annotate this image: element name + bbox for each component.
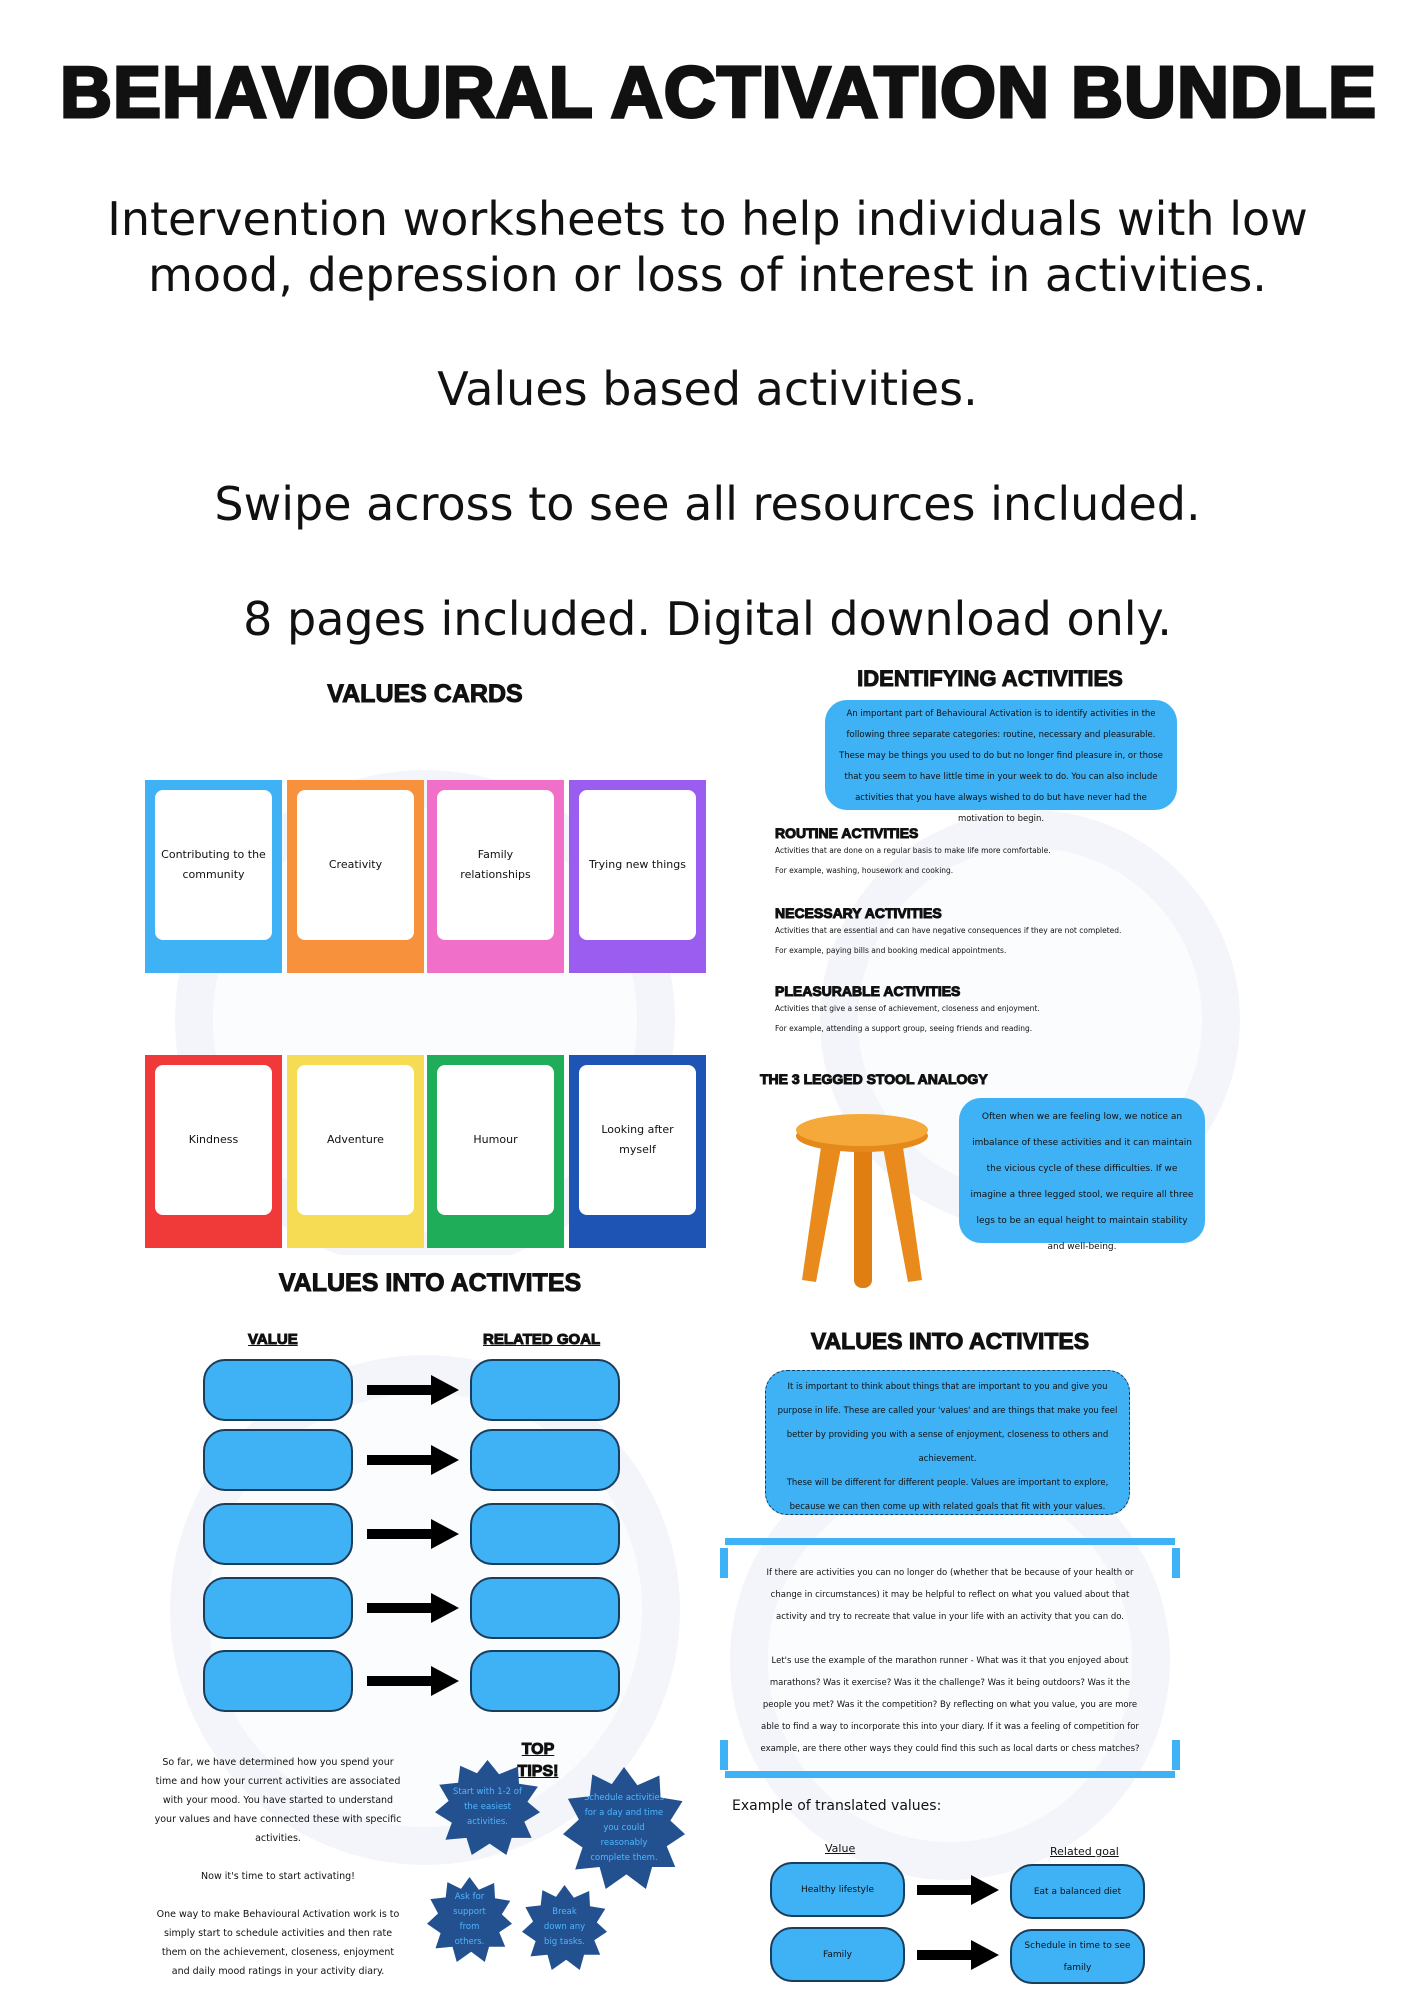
- frame-corner: [1172, 1548, 1180, 1578]
- paragraph: These will be different for different pe…: [786, 1478, 1109, 1512]
- section-heading: PLEASURABLE ACTIVITIES: [775, 983, 961, 1000]
- paragraph: So far, we have determined how you spend…: [154, 1757, 402, 1844]
- subtitle-line: mood, depression or loss of interest in …: [148, 248, 1267, 302]
- subtitle-line: Values based activities.: [437, 362, 978, 416]
- stool-icon: [796, 1114, 928, 1288]
- goal-input-box[interactable]: [470, 1359, 620, 1421]
- values-cards-page: VALUES CARDS Contributing to the communi…: [145, 660, 706, 1270]
- section-example: For example, paying bills and booking me…: [775, 946, 1007, 955]
- page-title: BEHAVIOURAL ACTIVATION BUNDLE: [59, 52, 1378, 135]
- arrow-right-icon: [367, 1519, 459, 1549]
- section-description: Activities that are essential and can ha…: [775, 926, 1122, 935]
- goal-input-box[interactable]: [470, 1650, 620, 1712]
- arrow-right-icon: [367, 1593, 459, 1623]
- activity-section: NECESSARY ACTIVITIES Activities that are…: [775, 905, 1215, 961]
- value-card[interactable]: Looking after myself: [569, 1055, 706, 1248]
- paragraph: Now it's time to start activating!: [201, 1871, 355, 1882]
- subtitle-line: Intervention worksheets to help individu…: [107, 192, 1308, 246]
- example-value-pill: Healthy lifestyle: [770, 1862, 905, 1917]
- stool-title: THE 3 LEGGED STOOL ANALOGY: [760, 1071, 989, 1088]
- goal-input-box[interactable]: [470, 1577, 620, 1639]
- tip-star: Ask for support from others.: [427, 1877, 512, 1962]
- value-input-box[interactable]: [203, 1429, 353, 1491]
- value-card-label: Adventure: [297, 1065, 414, 1215]
- goal-input-box[interactable]: [470, 1429, 620, 1491]
- value-card[interactable]: Kindness: [145, 1055, 282, 1248]
- example-value-label: Value: [825, 1842, 856, 1855]
- paragraph: It is important to think about things th…: [777, 1382, 1118, 1464]
- example-goal-pill: Schedule in time to see family: [1010, 1929, 1145, 1984]
- value-card-label: Humour: [437, 1065, 554, 1215]
- arrow-right-icon: [367, 1666, 459, 1696]
- value-card-label: Creativity: [297, 790, 414, 940]
- value-card-label: Contributing to the community: [155, 790, 272, 940]
- arrow-right-icon: [367, 1445, 459, 1475]
- value-card[interactable]: Humour: [427, 1055, 564, 1248]
- arrow-right-icon: [367, 1375, 459, 1405]
- section-example: For example, washing, housework and cook…: [775, 866, 954, 875]
- frame-corner: [720, 1740, 728, 1770]
- value-input-box[interactable]: [203, 1650, 353, 1712]
- top-tips-title: TOP TIPS!: [517, 1741, 559, 1781]
- example-value-pill: Family: [770, 1927, 905, 1982]
- value-input-box[interactable]: [203, 1577, 353, 1639]
- paragraph: If there are activities you can no longe…: [766, 1568, 1134, 1622]
- value-card-label: Looking after myself: [579, 1065, 696, 1215]
- values-cards-title: VALUES CARDS: [327, 680, 523, 709]
- value-column-label: VALUE: [248, 1331, 299, 1349]
- value-card-label: Family relationships: [437, 790, 554, 940]
- activity-section: ROUTINE ACTIVITIES Activities that are d…: [775, 825, 1215, 881]
- section-example: For example, attending a support group, …: [775, 1024, 1033, 1033]
- frame-corner: [1172, 1740, 1180, 1770]
- value-card[interactable]: Contributing to the community: [145, 780, 282, 973]
- value-card[interactable]: Creativity: [287, 780, 424, 973]
- value-card[interactable]: Family relationships: [427, 780, 564, 973]
- paragraph: One way to make Behavioural Activation w…: [156, 1909, 400, 1977]
- frame-text: If there are activities you can no longe…: [755, 1562, 1145, 1760]
- identifying-activities-page: IDENTIFYING ACTIVITIES An important part…: [760, 660, 1240, 1290]
- intro-box: An important part of Behavioural Activat…: [825, 700, 1177, 824]
- activity-section: PLEASURABLE ACTIVITIES Activities that g…: [775, 983, 1215, 1039]
- section-heading: ROUTINE ACTIVITIES: [775, 825, 919, 842]
- subtitle-line: Swipe across to see all resources includ…: [214, 477, 1201, 531]
- example-goal-label: Related goal: [1050, 1845, 1119, 1858]
- values-info-box: It is important to think about things th…: [765, 1370, 1130, 1515]
- worksheet-title: VALUES INTO ACTIVITES: [278, 1269, 582, 1298]
- identifying-title: IDENTIFYING ACTIVITIES: [857, 666, 1124, 692]
- paragraph: Let's use the example of the marathon ru…: [760, 1656, 1140, 1754]
- tip-star: Break down any big tasks.: [522, 1885, 607, 1970]
- decorative-frame: [725, 1538, 1175, 1778]
- value-card-label: Trying new things: [579, 790, 696, 940]
- value-input-box[interactable]: [203, 1503, 353, 1565]
- value-card[interactable]: Trying new things: [569, 780, 706, 973]
- value-card[interactable]: Adventure: [287, 1055, 424, 1248]
- section-heading: NECESSARY ACTIVITIES: [775, 905, 943, 922]
- arrow-right-icon: [917, 1940, 999, 1970]
- worksheet-text: So far, we have determined how you spend…: [153, 1753, 403, 1981]
- example-label: Example of translated values:: [732, 1798, 942, 1814]
- values-worksheet-page: VALUES INTO ACTIVITES VALUE RELATED GOAL…: [145, 1255, 705, 2000]
- example-goal-pill: Eat a balanced diet: [1010, 1864, 1145, 1919]
- section-description: Activities that give a sense of achievem…: [775, 1004, 1040, 1013]
- goal-input-box[interactable]: [470, 1503, 620, 1565]
- value-card-label: Kindness: [155, 1065, 272, 1215]
- subtitle-line: 8 pages included. Digital download only.: [243, 592, 1172, 646]
- frame-corner: [720, 1548, 728, 1578]
- stool-text-box: Often when we are feeling low, we notice…: [959, 1098, 1205, 1252]
- section-description: Activities that are done on a regular ba…: [775, 846, 1051, 855]
- arrow-right-icon: [917, 1875, 999, 1905]
- values-info-title: VALUES INTO ACTIVITES: [810, 1328, 1090, 1355]
- goal-column-label: RELATED GOAL: [482, 1331, 601, 1349]
- values-info-page: VALUES INTO ACTIVITES It is important to…: [720, 1300, 1180, 2000]
- value-input-box[interactable]: [203, 1359, 353, 1421]
